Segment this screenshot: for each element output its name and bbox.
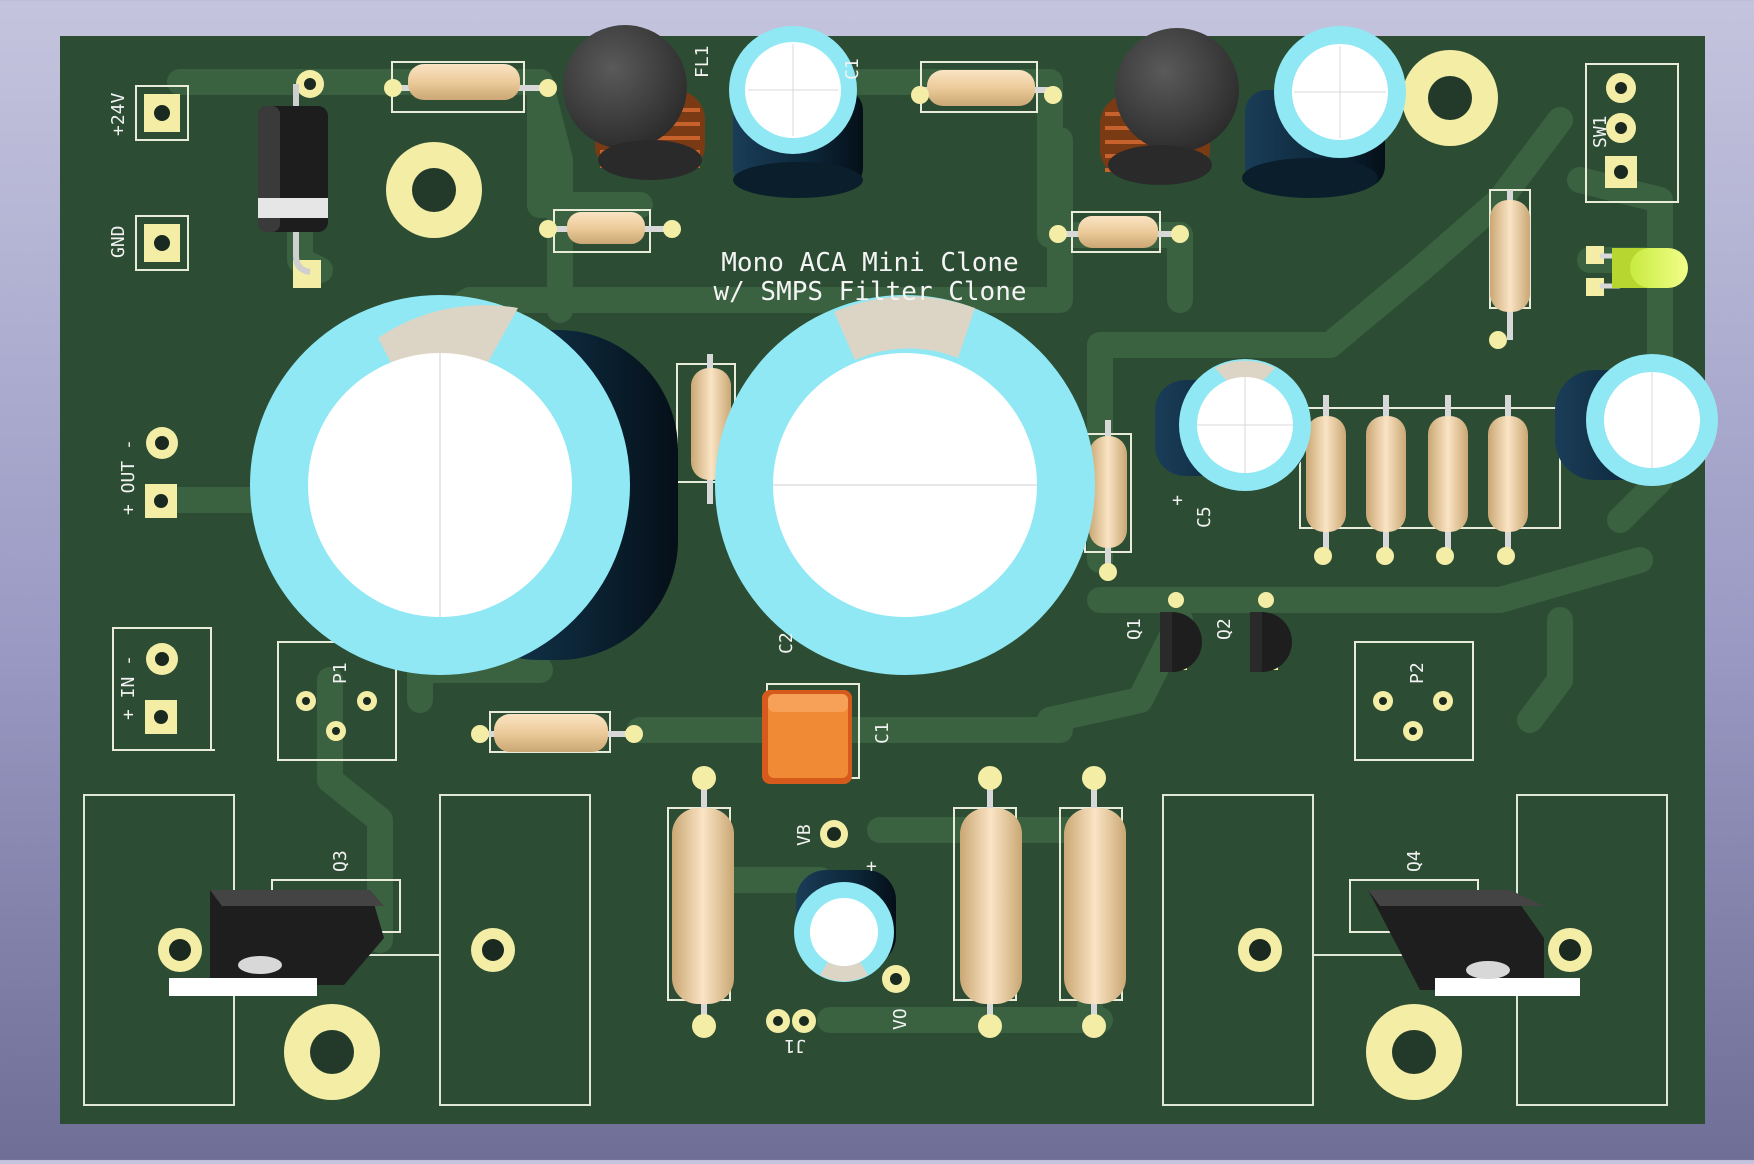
inductor-fl1 [563,25,705,180]
label-vb: VB [794,824,815,846]
capacitor-top-right [1242,26,1406,198]
board-title-line1: Mono ACA Mini Clone [721,248,1018,278]
capacitor-small-vb [794,870,896,982]
label-q4: Q4 [1404,850,1425,872]
label-fl1: FL1 [692,45,713,78]
label-vo: VO [890,1008,911,1030]
power-transistor-q4 [1368,890,1580,996]
capacitor-c1-top [729,26,863,198]
label-p1: P1 [330,662,351,684]
board-title-line2: w/ SMPS Filter Clone [713,277,1026,307]
label-c1-top: C1 [842,58,863,80]
label-24v: +24V [108,92,129,136]
power-transistor-q3 [169,890,384,996]
label-in: + IN - [118,655,139,720]
transistor-q1 [1160,592,1202,672]
capacitor-big-right [715,295,1095,675]
capacitor-c5 [1155,359,1311,491]
inductor-2 [1100,28,1239,185]
label-q3: Q3 [330,850,351,872]
capacitor-right-edge [1555,354,1718,486]
led-indicator [1600,248,1688,289]
label-j1: J1 [784,1035,806,1056]
film-capacitor-c1 [762,690,852,784]
through-hole-pads [144,50,1637,1100]
resistors-vertical [672,190,1530,1038]
label-q1: Q1 [1124,618,1145,640]
diode-component [258,84,328,275]
label-c5: C5 [1194,506,1215,528]
label-out: + OUT - [118,439,139,515]
label-p2: P2 [1407,662,1428,684]
capacitor-big-left [250,295,678,675]
label-c2: C2 [776,632,797,654]
label-q2: Q2 [1214,618,1235,640]
label-vb-plus: + [866,856,877,877]
resistors-horizontal [384,64,1189,752]
transistor-q2 [1250,592,1292,672]
label-c5-plus: + [1172,490,1183,511]
mounting-holes [284,50,1498,1100]
label-sw1: SW1 [1590,115,1611,148]
label-gnd: GND [108,225,129,258]
label-c1: C1 [872,722,893,744]
